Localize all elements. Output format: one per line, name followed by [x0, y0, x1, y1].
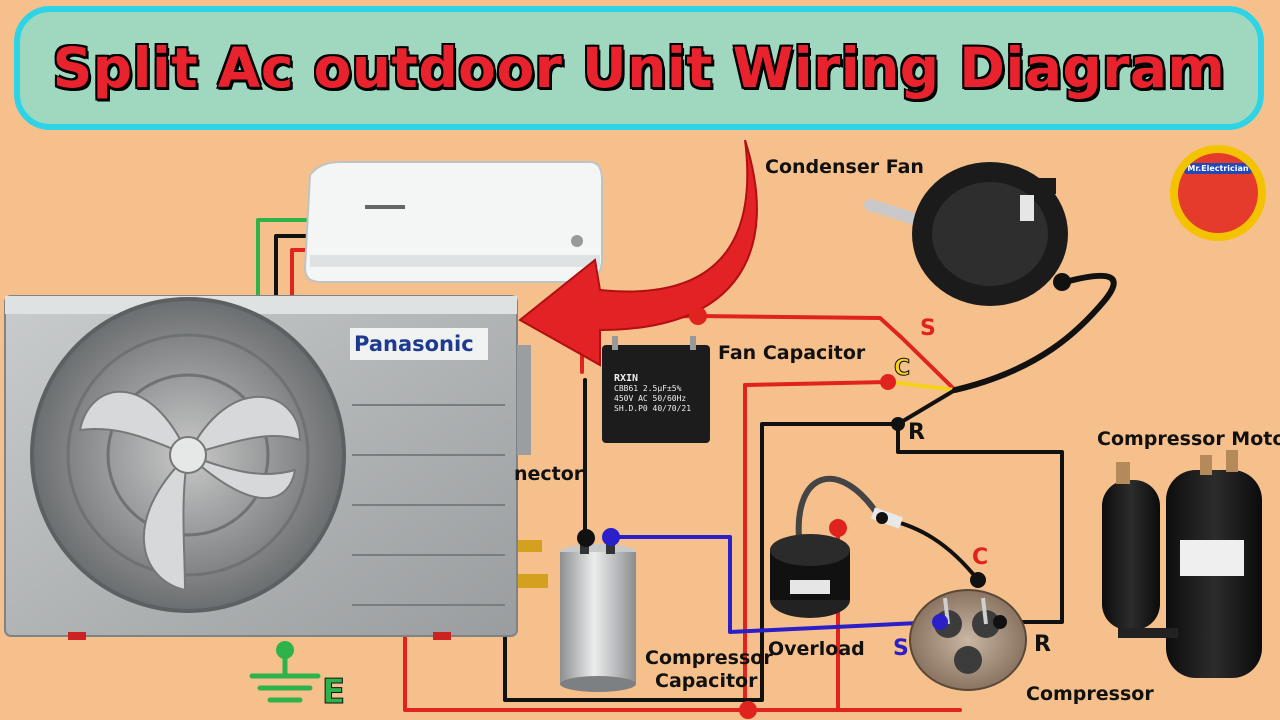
- red-wire-bottom: [403, 618, 962, 712]
- comp-c-terminal: C: [972, 545, 989, 570]
- outdoor-unit: [4, 295, 548, 640]
- earth-terminal-dot: [276, 641, 294, 659]
- black-wire-R-to-comp: [896, 422, 1064, 624]
- red-wire-fancap-to-C: [743, 380, 890, 387]
- condenser-fan-label: Condenser Fan: [765, 156, 924, 178]
- terminal-dots: [577, 273, 1071, 719]
- overload-protector: [770, 507, 904, 618]
- fan-capacitor-print: RXIN CBB61 2.5µF±5% 450V AC 50/60Hz SH.D…: [614, 374, 691, 414]
- fan-capacitor-label: Fan Capacitor: [718, 342, 866, 364]
- fan-cap-line: SH.D.P0 40/70/21: [614, 404, 692, 413]
- compressor-motor: [1102, 450, 1262, 678]
- blue-wire: [608, 535, 942, 634]
- comp-s-terminal: S: [893, 636, 909, 661]
- fan-capacitor: [602, 336, 710, 443]
- fan-c-terminal: C: [893, 356, 911, 382]
- title-banner: Split Ac outdoor Unit Wiring Diagram: [14, 6, 1264, 130]
- overload-label: Overload: [768, 638, 865, 660]
- earth-label: E: [321, 672, 346, 713]
- black-indoor-wire: [274, 234, 318, 298]
- comp-r-terminal: R: [1034, 632, 1051, 657]
- red-wire-cap-to-S: [696, 314, 957, 392]
- logo-badge: Mr.Electrician: [1178, 153, 1258, 233]
- overload-lead: [878, 516, 980, 582]
- black-wire-R: [896, 388, 957, 426]
- compressor-label: Compressor: [1026, 683, 1154, 705]
- connector-label: nector: [514, 463, 584, 485]
- yellow-wire: [888, 380, 957, 392]
- black-wire-R-left: [503, 422, 900, 702]
- compressor-motor-label: Compressor Motor: [1097, 428, 1280, 450]
- compressor-capacitor-label-2: Capacitor: [655, 670, 758, 692]
- fan-r-terminal: R: [908, 420, 925, 445]
- diagram-title: Split Ac outdoor Unit Wiring Diagram: [52, 36, 1226, 100]
- fan-cap-line: CBB61 2.5µF±5%: [614, 384, 682, 393]
- channel-logo: Mr.Electrician: [1170, 145, 1266, 241]
- black-wire-fan-motor: [952, 272, 1117, 393]
- fan-cap-line: 450V AC 50/60Hz: [614, 394, 687, 403]
- compressor-capacitor-label: Compressor: [645, 647, 773, 669]
- logo-text: Mr.Electrician: [1184, 163, 1252, 174]
- condenser-fan-motor: [864, 162, 1068, 306]
- compressor-capacitor: [560, 542, 636, 692]
- brand-label: Panasonic: [354, 332, 474, 356]
- indoor-unit: [303, 161, 603, 283]
- compressor-terminal: [909, 589, 1027, 691]
- fan-s-terminal: S: [920, 316, 936, 341]
- green-wire: [256, 218, 318, 298]
- fan-cap-line: RXIN: [614, 373, 639, 384]
- overload-loop: [795, 475, 883, 551]
